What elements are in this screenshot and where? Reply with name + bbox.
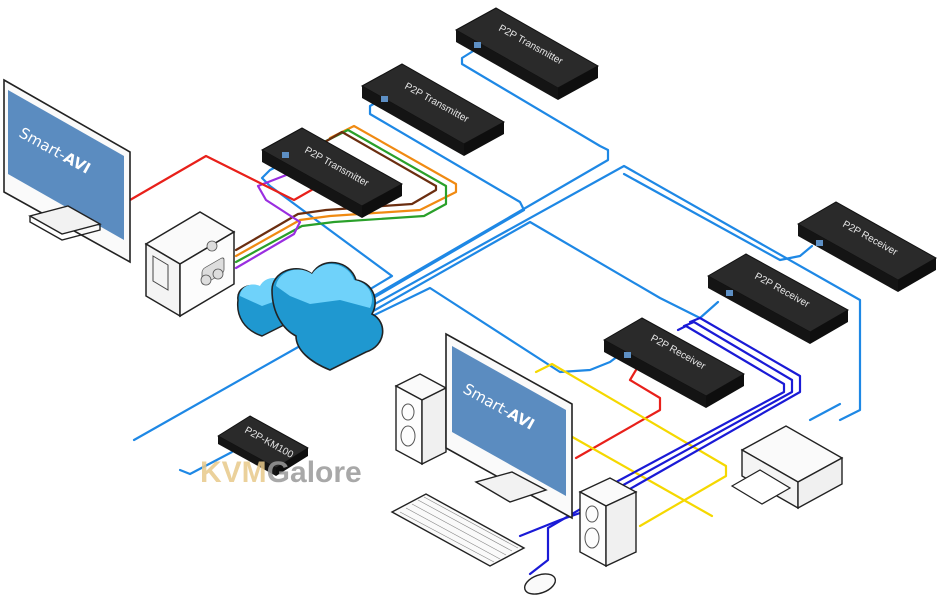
transmitter-3: P2P Transmitter bbox=[454, 7, 600, 100]
cable-video-src bbox=[128, 154, 324, 202]
transmitter-2: P2P Transmitter bbox=[360, 63, 506, 156]
keyboard bbox=[390, 493, 526, 567]
usb-cables bbox=[518, 316, 802, 576]
cable-network-km bbox=[132, 344, 302, 442]
cable-video-dst bbox=[574, 368, 662, 460]
cable-network-rx1 bbox=[358, 286, 628, 374]
cable-network-km2 bbox=[178, 450, 234, 476]
speaker-left bbox=[394, 373, 448, 466]
mouse bbox=[523, 573, 557, 595]
cable-network-rx3 bbox=[362, 164, 862, 422]
receiver-2: P2P Receiver bbox=[706, 253, 850, 344]
source-monitor: Smart-AVI bbox=[3, 78, 131, 264]
watermark: KVMGalore bbox=[200, 456, 362, 489]
cable-usb-2 bbox=[528, 320, 794, 576]
cable-network-tx2 bbox=[354, 96, 526, 310]
cable-usb-3 bbox=[588, 324, 786, 498]
speaker-right bbox=[578, 477, 638, 568]
monitor-screen bbox=[452, 346, 566, 496]
cable-orange bbox=[234, 124, 458, 258]
svg-text:KVMGalore: KVMGalore bbox=[200, 456, 362, 489]
km-manager: P2P-KM100 bbox=[217, 415, 309, 476]
cable-network-rx3b bbox=[622, 172, 814, 262]
source-computer bbox=[144, 211, 236, 318]
video-cables bbox=[128, 154, 662, 460]
cable-network-rx2 bbox=[366, 220, 720, 320]
network-cables bbox=[132, 46, 862, 476]
cable-audio-2 bbox=[558, 428, 714, 518]
serial-cables bbox=[234, 124, 458, 270]
audio-cables bbox=[534, 362, 728, 528]
cable-green bbox=[234, 128, 448, 264]
cable-network-printer bbox=[808, 402, 842, 422]
printer bbox=[730, 425, 844, 510]
receiver-3: P2P Receiver bbox=[796, 201, 938, 292]
workstation-monitor: Smart-AVI bbox=[445, 332, 573, 520]
transmitter-1: P2P Transmitter bbox=[260, 127, 404, 218]
network-cloud bbox=[236, 261, 384, 371]
cable-audio-1 bbox=[534, 362, 728, 528]
cable-brown bbox=[234, 130, 438, 252]
monitor-screen bbox=[8, 90, 124, 240]
cable-purple bbox=[234, 170, 302, 270]
cable-network-tx3 bbox=[358, 46, 610, 306]
